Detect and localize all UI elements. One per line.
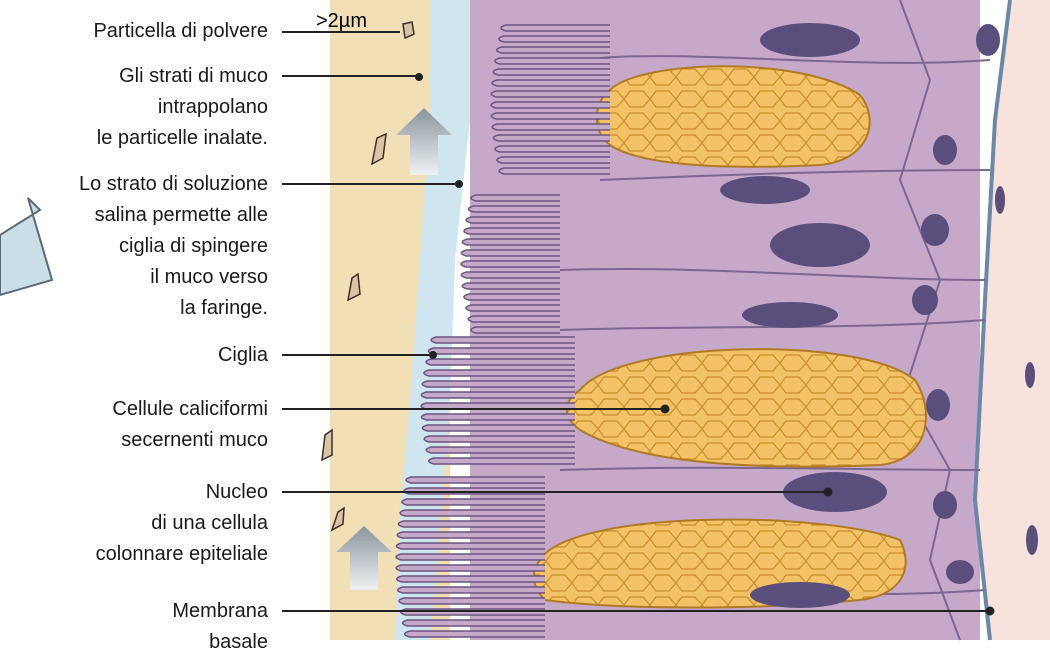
cilium	[499, 168, 610, 174]
cilium	[495, 146, 610, 152]
cilium	[396, 554, 545, 560]
cilium	[493, 135, 610, 141]
cilium	[398, 521, 545, 527]
cilium	[421, 392, 575, 398]
cilium	[426, 359, 575, 365]
connective-nucleus-1	[995, 186, 1005, 214]
label-membrane-line1: Membrana	[172, 599, 268, 623]
nucleus-9	[921, 214, 949, 246]
cilium	[422, 381, 575, 387]
label-saline-line4: il muco verso	[150, 265, 268, 289]
cilium	[491, 113, 610, 119]
label-saline-line5: la faringe.	[180, 296, 268, 320]
cilium	[464, 228, 560, 234]
cilium	[461, 261, 560, 267]
nucleus-10	[912, 285, 938, 315]
cilium	[429, 458, 575, 464]
label-goblet-line1: Cellule caliciformi	[112, 397, 268, 421]
label-particle: Particella di polvere	[93, 19, 268, 43]
label-saline-line3: ciglia di spingere	[119, 234, 268, 258]
label-saline-line1: Lo strato di soluzione	[79, 172, 268, 196]
label-goblet-line2: secernenti muco	[121, 428, 268, 452]
cilium	[471, 195, 560, 201]
cilium	[464, 294, 560, 300]
nucleus-1	[760, 23, 860, 57]
nucleus-8	[933, 135, 957, 165]
cilium	[491, 102, 610, 108]
cilium	[491, 91, 610, 97]
goblet-cell-1	[597, 66, 870, 167]
cilium	[497, 47, 610, 53]
cilium	[428, 348, 575, 354]
cilium	[461, 250, 560, 256]
label-nucleus-line1: Nucleo	[206, 480, 268, 504]
cilium	[468, 206, 560, 212]
cilium	[461, 272, 560, 278]
label-saline-line2: salina permette alle	[95, 203, 268, 227]
connective-tissue	[975, 0, 1050, 640]
cilium	[462, 283, 560, 289]
nucleus-4	[742, 302, 838, 328]
cilium	[426, 447, 575, 453]
cilium	[398, 587, 545, 593]
cilium	[397, 532, 545, 538]
connective-nucleus-2	[1025, 362, 1035, 388]
cilium	[492, 124, 610, 130]
cilium	[424, 370, 575, 376]
dust-particle-4	[322, 430, 332, 460]
nucleus-6	[750, 582, 850, 608]
cilium	[400, 510, 545, 516]
nucleus-7	[976, 24, 1000, 56]
cilium	[495, 58, 610, 64]
nucleus-13	[946, 560, 974, 584]
cilium	[406, 477, 545, 483]
nucleus-3	[770, 223, 870, 267]
cilium	[462, 239, 560, 245]
inflow-arrow	[0, 198, 52, 295]
cilium	[402, 499, 545, 505]
connective-nucleus-3	[1026, 525, 1038, 555]
cilium	[466, 305, 560, 311]
cilium	[405, 631, 545, 637]
cilium	[499, 36, 610, 42]
cilium	[501, 25, 610, 31]
cilium	[397, 576, 545, 582]
cilium	[396, 565, 545, 571]
label-mucus-line3: le particelle inalate.	[97, 126, 268, 150]
particle-size-label: >2µm	[316, 9, 367, 33]
label-nucleus-line3: colonnare epiteliale	[96, 542, 268, 566]
cilium	[492, 80, 610, 86]
cilium	[396, 543, 545, 549]
label-mucus-line2: intrappolano	[158, 95, 268, 119]
label-cilia: Ciglia	[218, 343, 268, 367]
nucleus-11	[926, 389, 950, 421]
cilium	[422, 425, 575, 431]
nucleus-12	[933, 491, 957, 519]
label-nucleus-line2: di una cellula	[151, 511, 268, 535]
nucleus-2	[720, 176, 810, 204]
label-mucus-line1: Gli strati di muco	[119, 64, 268, 88]
cilium	[424, 436, 575, 442]
cilium	[403, 620, 545, 626]
label-membrane-line2: basale	[209, 630, 268, 654]
cilium	[421, 414, 575, 420]
cilium	[466, 217, 560, 223]
cilium	[497, 157, 610, 163]
cilium	[468, 316, 560, 322]
cilium	[493, 69, 610, 75]
cilium	[399, 598, 545, 604]
cilium	[431, 337, 575, 343]
cilium	[471, 327, 560, 333]
